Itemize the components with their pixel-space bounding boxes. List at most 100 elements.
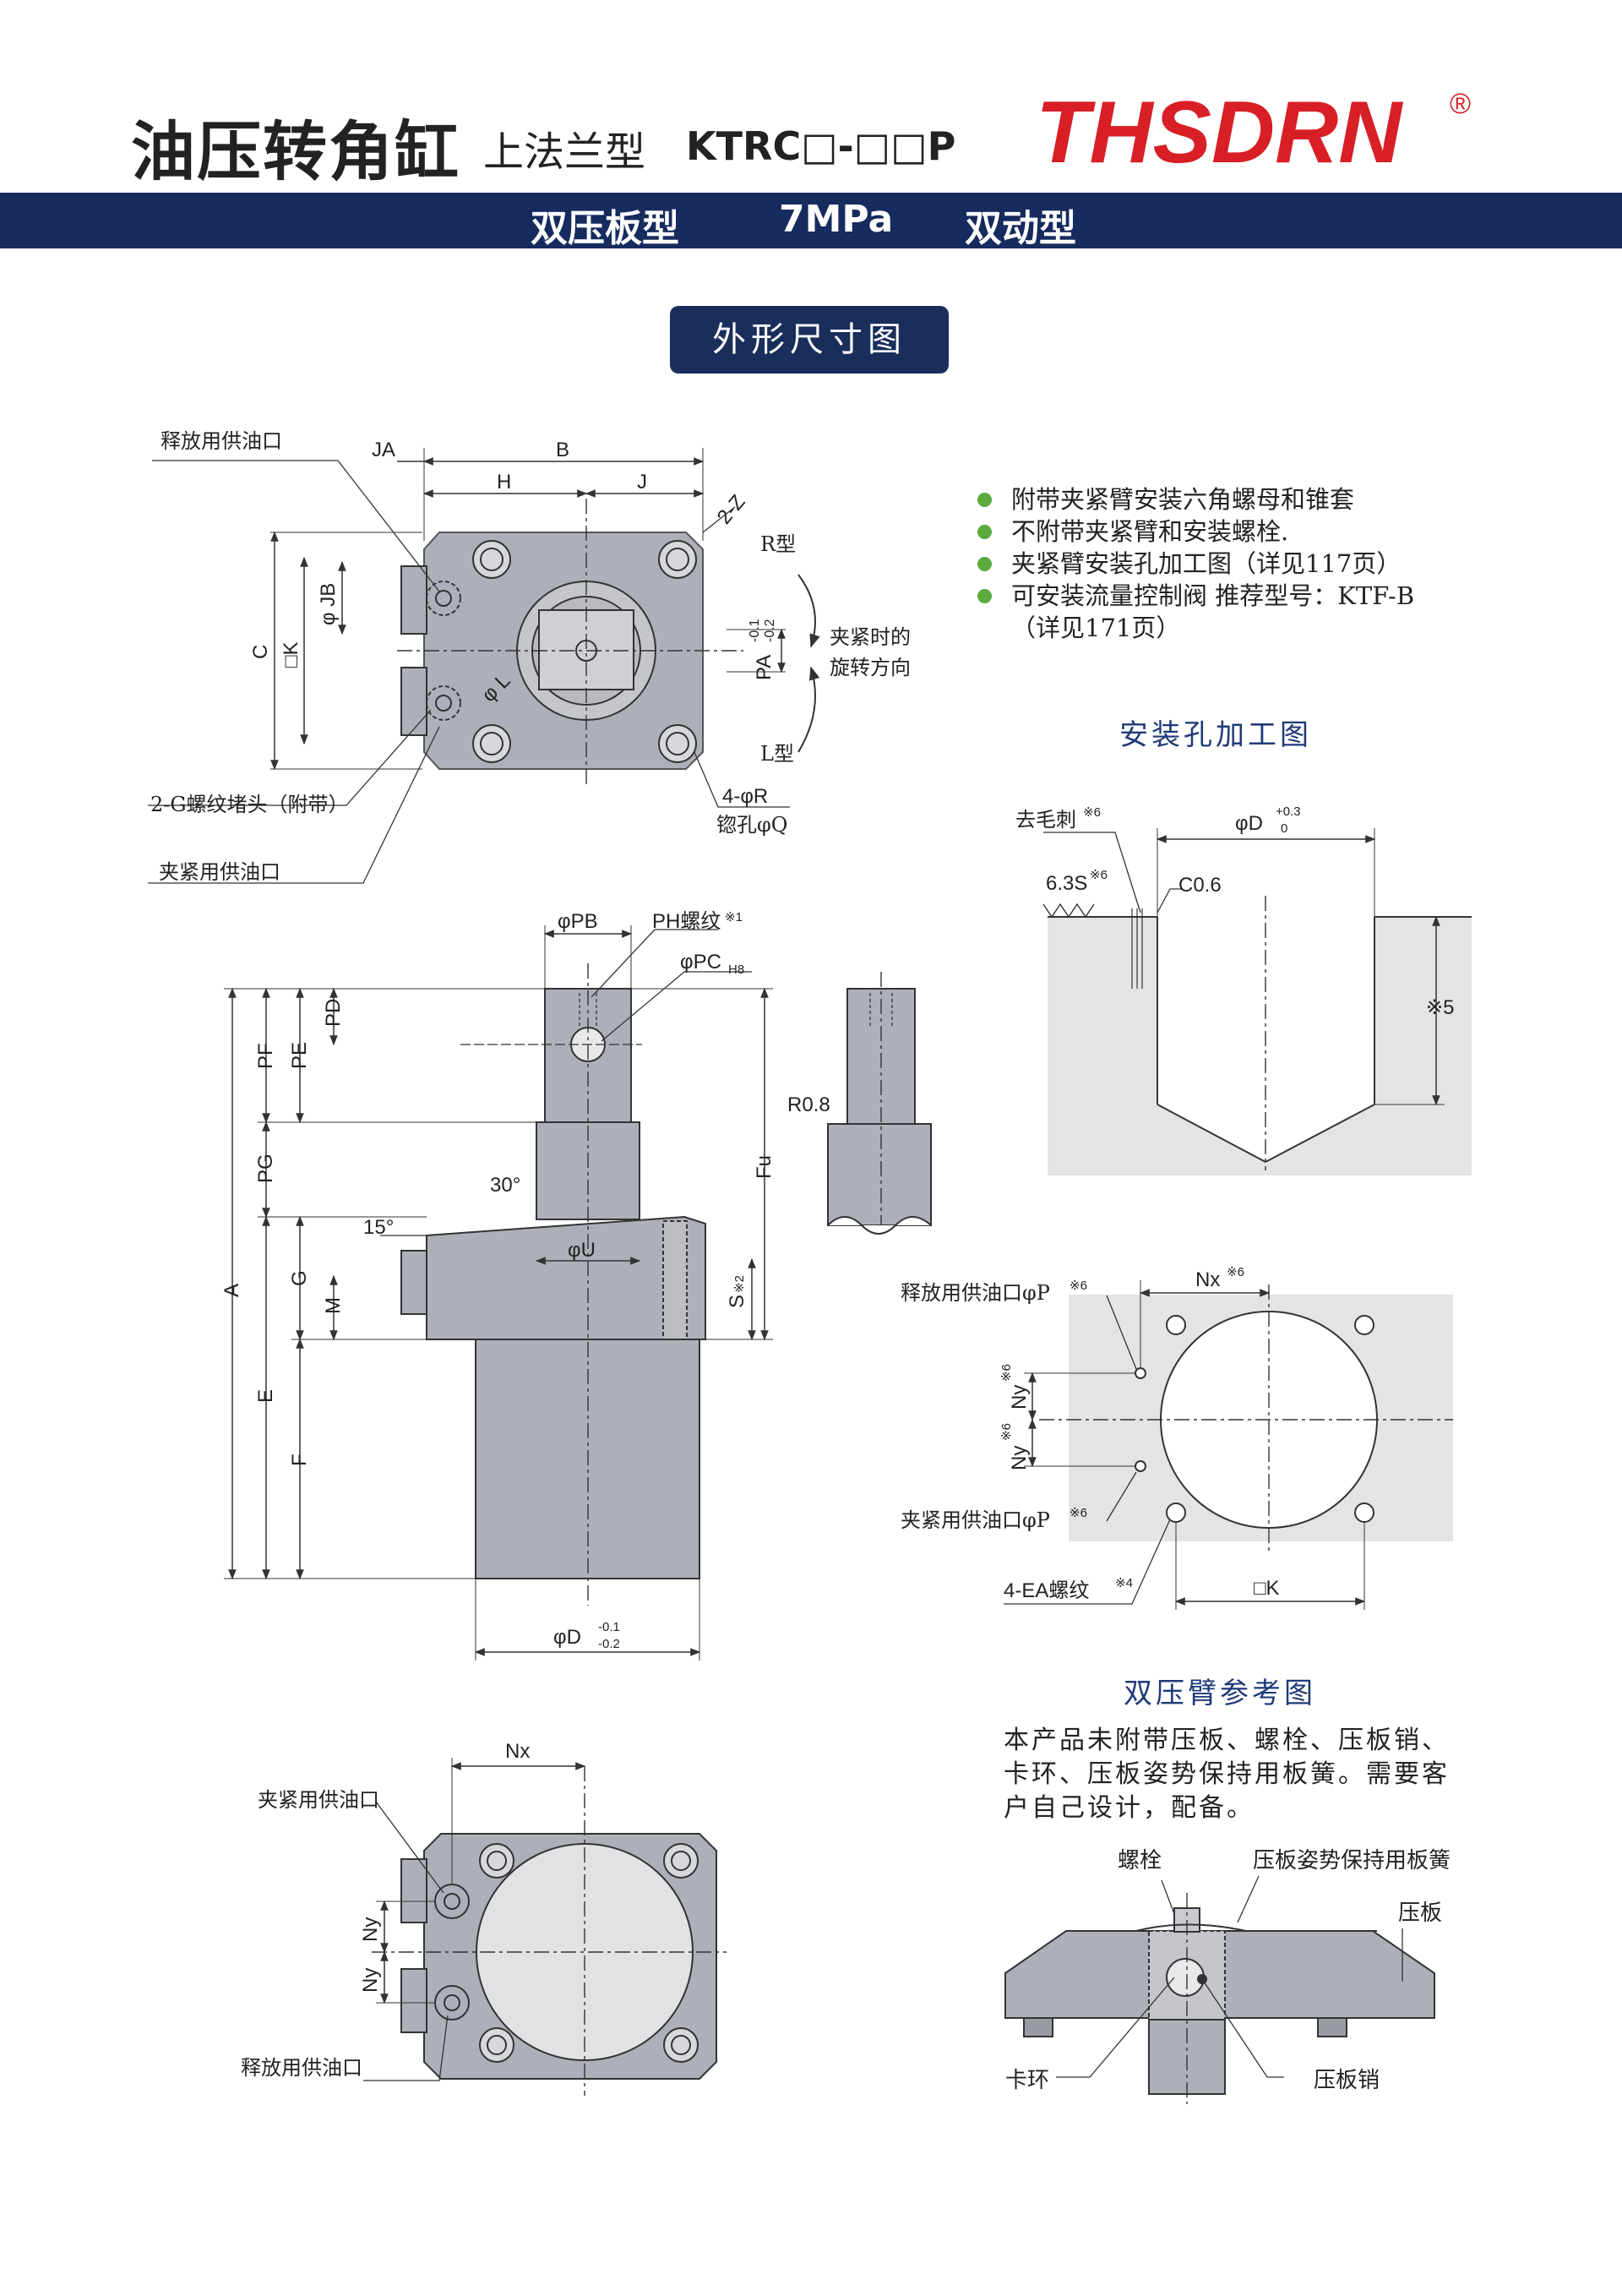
top-view-drawing <box>148 448 820 884</box>
label-clamp-port-note: ※6 <box>1070 1506 1087 1520</box>
label-c: C <box>249 645 272 659</box>
label-r-type: R型 <box>760 532 796 556</box>
page-subtitle: 上法兰型 <box>483 128 646 176</box>
note-text: 附带夹紧臂安装六角螺母和锥套 <box>1011 485 1355 514</box>
brand-logo: THSDRN ® <box>1036 84 1471 179</box>
label-4-ea: 4-EA螺纹 <box>1004 1579 1089 1602</box>
label-deburr-note: ※6 <box>1083 805 1101 820</box>
label-ring: 卡环 <box>1005 2067 1049 2092</box>
label-bottom-nx: Nx <box>505 1740 530 1763</box>
label-depth: ※5 <box>1426 996 1454 1019</box>
label-bottom-release: 释放用供油口 <box>241 2056 362 2080</box>
label-roughness: 6.3S <box>1046 872 1087 895</box>
label-m: M <box>322 1297 345 1314</box>
note-item: 可安装流量控制阀 推荐型号：KTF-B <box>974 580 1414 612</box>
note-text: 夹紧臂安装孔加工图（详见117页） <box>1011 549 1402 578</box>
label-h: H <box>497 471 511 494</box>
bullet-icon <box>977 493 992 507</box>
note-text: （详见171页） <box>1011 614 1181 642</box>
hole-drawing-title: 安装孔加工图 <box>1119 718 1312 752</box>
label-d-tol-up: -0.1 <box>598 1620 620 1634</box>
model-number: KTRC□-□□P <box>686 123 956 169</box>
note-text: 不附带夹紧臂和安装螺栓. <box>1011 517 1289 546</box>
label-rotation-1: 夹紧时的 <box>830 625 911 649</box>
label-release-port-note: ※6 <box>1070 1279 1087 1293</box>
label-pa: PA <box>753 655 776 680</box>
label-b: B <box>556 439 569 461</box>
label-hole-phi-d: φD <box>1235 812 1263 835</box>
label-pa-tol-low: -0.2 <box>763 619 777 642</box>
band-item-type: 双压板型 <box>531 207 679 250</box>
label-bottom-ny-1: Ny <box>359 1917 382 1942</box>
label-deburr: 去毛刺 <box>1015 808 1076 832</box>
label-a: A <box>220 1284 243 1297</box>
note-item: 附带夹紧臂安装六角螺母和锥套 <box>974 483 1414 515</box>
label-ph: PH螺纹 <box>652 910 721 933</box>
spec-band: 双压板型 7MPa 双动型 <box>0 193 1622 250</box>
label-ny-note-2: ※6 <box>999 1423 1014 1441</box>
hole-machining-drawing <box>1042 828 1472 1175</box>
label-release-port: 释放用供油口 <box>161 429 282 453</box>
label-pd: PD <box>322 999 345 1027</box>
side-view-drawing <box>224 925 773 1661</box>
label-ph-note: ※1 <box>725 910 743 924</box>
brand-text: THSDRN <box>1036 84 1403 179</box>
section-title: 外形尺寸图 <box>670 306 949 374</box>
label-phi-pb: φPB <box>558 910 598 933</box>
label-clamp-port: 夹紧用供油口 <box>159 860 280 884</box>
label-nx: Nx <box>1195 1268 1220 1291</box>
label-g: G <box>288 1270 311 1286</box>
bullet-icon <box>977 589 992 603</box>
label-4-r: 4-φR <box>722 785 768 808</box>
note-item: （详见171页） <box>974 612 1414 644</box>
label-2z: 2-Z <box>713 491 750 529</box>
label-phi-d: φD <box>553 1626 581 1649</box>
label-pc-sub: H8 <box>728 963 744 977</box>
label-pg: PG <box>254 1153 277 1183</box>
port-pattern-drawing <box>1004 1280 1453 1610</box>
label-d-tol-low: -0.2 <box>598 1637 620 1651</box>
label-bottom-ny-2: Ny <box>359 1968 382 1993</box>
label-bolt: 螺栓 <box>1118 1847 1162 1873</box>
label-j: J <box>637 471 647 494</box>
shaft-detail-drawing <box>827 972 932 1235</box>
label-pin: 压板销 <box>1314 2067 1380 2092</box>
label-release-port-p: 释放用供油口φP <box>901 1281 1050 1305</box>
label-pa-tol-up: -0.1 <box>748 619 762 642</box>
label-ny-note-1: ※6 <box>999 1364 1014 1382</box>
label-30deg: 30° <box>490 1174 520 1197</box>
double-arm-drawing <box>1004 1875 1435 2104</box>
side-view-labels: φPB PH螺纹 ※1 φPC H8 PD PE PF PG A G E M F… <box>220 910 776 1651</box>
note-item: 不附带夹紧臂和安装螺栓. <box>974 515 1414 548</box>
label-hole-d-tol-low: 0 <box>1281 821 1287 836</box>
notes-list: 附带夹紧臂安装六角螺母和锥套 不附带夹紧臂和安装螺栓. 夹紧臂安装孔加工图（详见… <box>974 483 1414 644</box>
label-c06: C0.6 <box>1178 874 1222 897</box>
label-15deg: 15° <box>363 1216 394 1239</box>
label-clamp-port-p: 夹紧用供油口φP <box>901 1508 1050 1532</box>
label-pf: PF <box>254 1043 277 1069</box>
registered-mark: ® <box>1450 88 1471 120</box>
bullet-icon <box>977 557 992 571</box>
bullet-icon <box>977 525 992 539</box>
note-text: 可安装流量控制阀 推荐型号：KTF-B <box>1011 581 1415 610</box>
label-phi-pc: φPC <box>680 951 721 973</box>
arm-ref-text: 本产品未附带压板、螺栓、压板销、卡环、压板姿势保持用板簧。需要客户自己设计，配备… <box>1004 1726 1450 1823</box>
band-item-action: 双动型 <box>965 207 1076 250</box>
band-item-pressure: 7MPa <box>779 198 894 241</box>
label-hole-d-tol-up: +0.3 <box>1276 804 1301 819</box>
hole-machining-labels: 去毛刺 ※6 6.3S ※6 C0.6 φD +0.3 0 ※5 <box>1015 804 1454 1019</box>
label-phi-jb: φ JB <box>317 583 340 625</box>
label-phi-u: φU <box>568 1239 596 1262</box>
bottom-view-labels: Nx Ny Ny 夹紧用供油口 释放用供油口 <box>241 1740 530 2080</box>
label-bottom-clamp: 夹紧用供油口 <box>258 1788 379 1812</box>
label-pattern-k: □K <box>1254 1577 1280 1600</box>
label-pe: PE <box>288 1042 311 1069</box>
label-s: S <box>726 1295 748 1308</box>
label-roughness-note: ※6 <box>1090 868 1108 882</box>
label-f: F <box>288 1453 311 1466</box>
arm-ref-title: 双压臂参考图 <box>1124 1677 1316 1710</box>
label-plate: 压板 <box>1398 1900 1442 1925</box>
label-ny-2: Ny <box>1008 1446 1031 1470</box>
label-s-note: ※2 <box>732 1275 747 1293</box>
